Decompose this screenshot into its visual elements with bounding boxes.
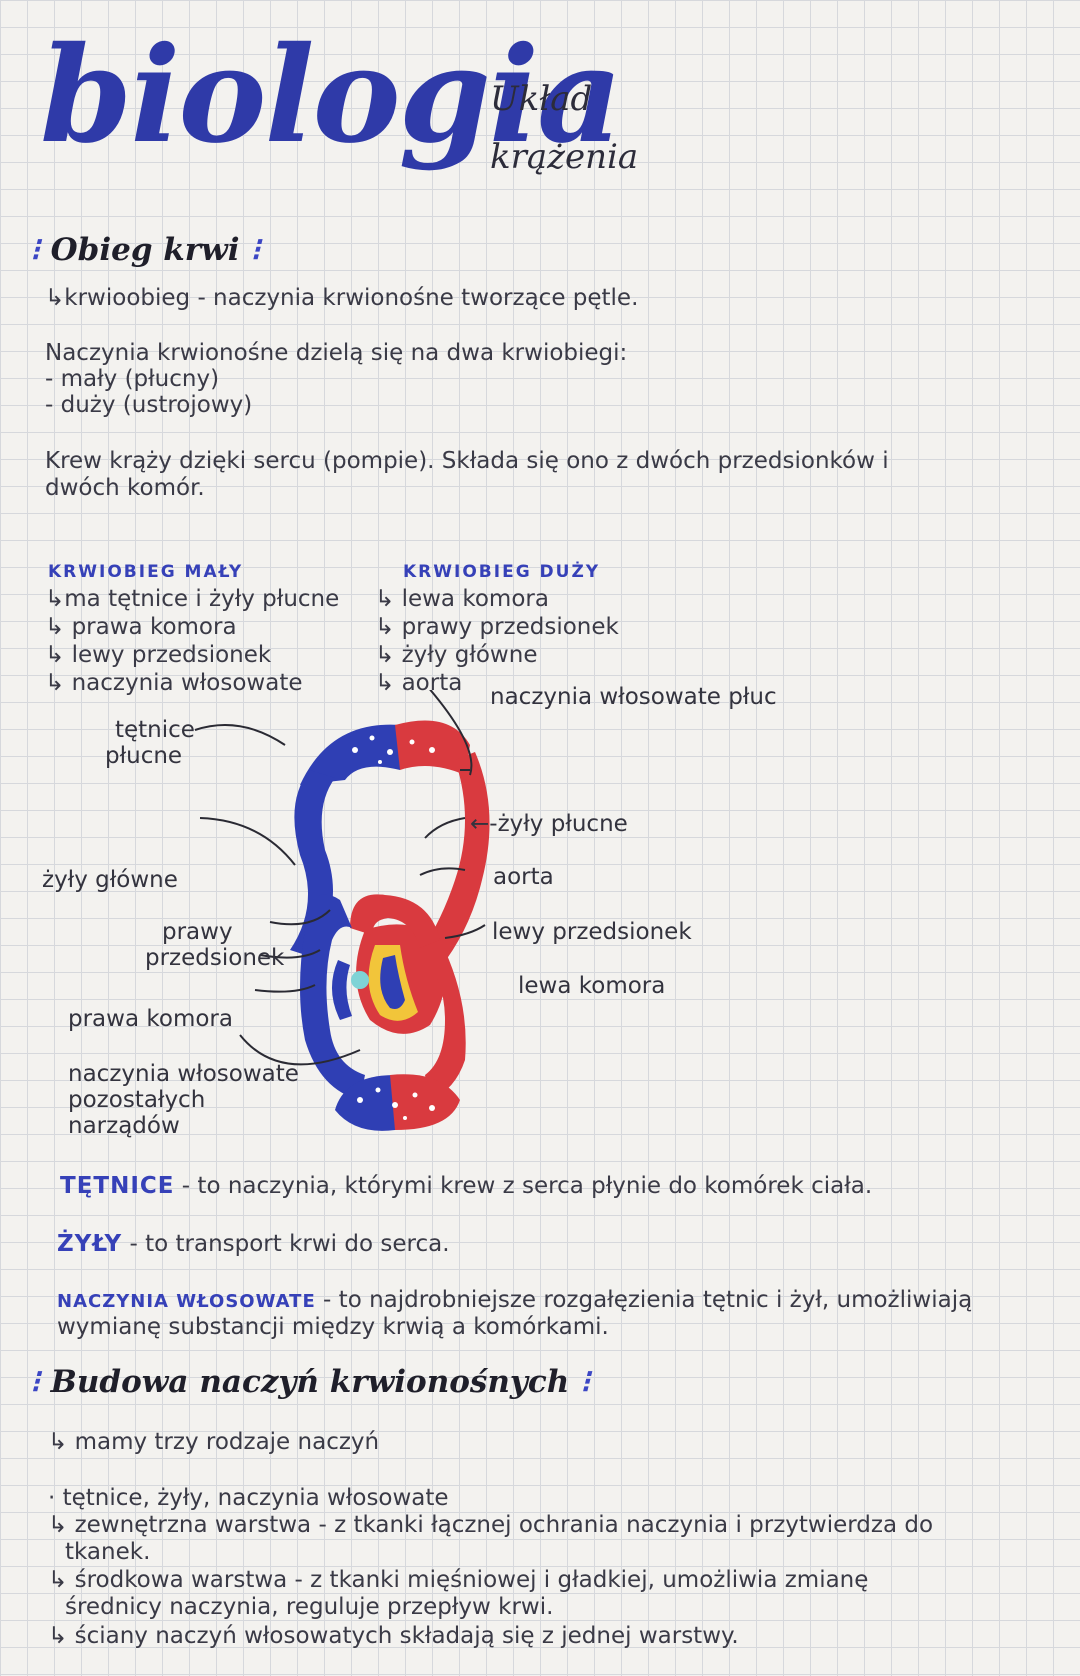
small-circulation-list: ↳ma tętnice i żyły płucne ↳ prawa komora… [45,585,339,697]
note-line: ↳ mamy trzy rodzaje naczyń [48,1429,380,1455]
label-aorta: aorta [493,864,554,890]
label-lung-capillaries: naczynia włosowate płuc [490,684,777,710]
label-other-capillaries-2: pozostałych [68,1087,206,1113]
column-heading-large-circulation: KRWIOBIEG DUŻY [403,562,601,582]
label-right-atrium-2: przedsionek [145,945,285,971]
label-left-atrium: lewy przedsionek [492,919,692,945]
label-pulmonary-veins: ←-żyły płucne [470,811,628,837]
list-item: ↳ naczynia włosowate [45,670,303,696]
note-line: - duży (ustrojowy) [45,392,253,418]
page-subtitle: Układ krążenia [490,70,638,186]
definition-capillaries: NACZYNIA WŁOSOWATE - to najdrobniejsze r… [57,1286,972,1316]
note-line: tkanek. [65,1539,151,1565]
definition-text: - to transport krwi do serca. [122,1231,450,1257]
sparkle-icon: ⁝ [569,1364,591,1400]
definition-text: - to najdrobniejsze rozgałęzienia tętnic… [315,1287,973,1313]
label-pulmonary-arteries-2: płucne [105,743,183,769]
note-line: ↳ środkowa warstwa - z tkanki mięśniowej… [48,1567,869,1593]
circulation-diagram [194,690,490,1131]
label-left-ventricle: lewa komora [518,973,666,999]
list-item: ↳ aorta [375,670,463,696]
page-title: biologia [40,18,623,173]
sparkle-icon: ⁝ [30,232,51,268]
note-line: · tętnice, żyły, naczynia włosowate [48,1485,449,1511]
definition-arteries: TĘTNICE - to naczynia, którymi krew z se… [60,1172,872,1200]
definition-text: - to naczynia, którymi krew z serca płyn… [174,1173,873,1199]
large-circulation-list: ↳ lewa komora ↳ prawy przedsionek ↳ żyły… [375,585,619,697]
note-line: ↳ zewnętrzna warstwa - z tkanki łącznej … [48,1512,934,1538]
list-item: ↳ lewa komora [375,586,549,612]
definition-capillaries-cont: wymianę substancji między krwią a komórk… [57,1314,609,1340]
label-other-capillaries: naczynia włosowate [68,1061,299,1087]
note-line: ↳krwioobieg - naczynia krwionośne tworzą… [45,285,639,311]
label-right-atrium: prawy [162,919,233,945]
list-item: ↳ lewy przedsionek [45,642,272,668]
note-line: dwóch komór. [45,475,205,501]
section-heading-vessel-structure: ⁝ Budowa naczyń krwionośnych ⁝ [30,1364,590,1400]
definition-veins: ŻYŁY - to transport krwi do serca. [57,1230,450,1258]
subtitle-line-1: Układ [490,79,593,119]
sparkle-icon: ⁝ [239,232,261,268]
list-item: ↳ prawy przedsionek [375,614,619,640]
column-heading-small-circulation: KRWIOBIEG MAŁY [48,562,244,582]
note-line: Krew krąży dzięki sercu (pompie). Składa… [45,448,889,474]
definition-term: TĘTNICE [60,1173,175,1199]
section-heading-blood-circulation: ⁝ Obieg krwi ⁝ [30,232,260,268]
section-heading-text: Budowa naczyń krwionośnych [50,1364,570,1400]
note-line: - mały (płucny) [45,366,220,392]
label-right-ventricle: prawa komora [68,1006,233,1032]
sparkle-icon: ⁝ [30,1364,51,1400]
definition-term: NACZYNIA WŁOSOWATE [57,1291,316,1312]
note-line: ↳ ściany naczyń włosowatych składają się… [48,1623,739,1649]
note-line: średnicy naczynia, reguluje przepływ krw… [65,1594,554,1620]
label-main-veins: żyły główne [42,867,178,893]
note-line: Naczynia krwionośne dzielą się na dwa kr… [45,340,628,366]
list-item: ↳ prawa komora [45,614,237,640]
subtitle-line-2: krążenia [490,137,639,177]
definition-term: ŻYŁY [57,1231,123,1257]
section-heading-text: Obieg krwi [50,232,240,268]
label-pulmonary-arteries: tętnice [115,717,195,743]
label-other-capillaries-3: narządów [68,1113,180,1139]
list-item: ↳ żyły główne [375,642,538,668]
list-item: ↳ma tętnice i żyły płucne [45,586,340,612]
